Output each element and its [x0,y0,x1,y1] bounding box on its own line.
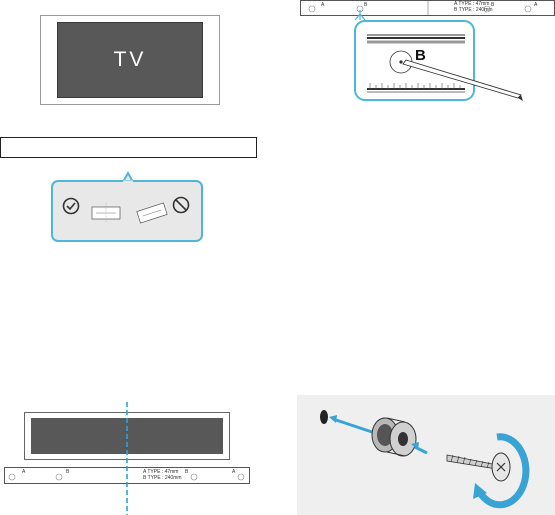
point-b-label: B [364,2,368,8]
bottom-strip-holes [8,473,245,481]
point-a-label-bottom-right: A [232,469,236,475]
screw-assembly-illustration [320,410,530,509]
type-a-text: A TYPE : 47mm [454,1,490,7]
screw-assembly-panel [297,395,555,515]
level-check-callout [51,170,203,242]
zoom-callout-graphic [308,0,532,101]
point-a-label-right: A [534,2,538,8]
tv-screen: TV [57,22,203,98]
center-dashed-line [126,402,128,515]
point-a-label: A [321,2,325,8]
point-b-label-right: B [491,2,495,8]
type-b-text-bottom: B TYPE : 240mm [143,475,182,481]
tv-label: TV [113,48,147,71]
callout-point-b-label: B [415,47,426,64]
point-b-label-bottom-right: B [185,469,189,475]
point-a-label-bottom: A [22,469,26,475]
check-circle-icon [62,197,80,215]
point-b-label-bottom: B [66,469,70,475]
type-b-text: B TYPE : 240mm [454,7,493,13]
soundbar-outline [0,137,257,158]
prohibited-icon [172,196,190,214]
type-a-text-bottom: A TYPE : 47mm [143,469,179,475]
wall-mount-template-strip-top: A B A TYPE : 47mm B TYPE : 240mm B A [300,0,555,16]
